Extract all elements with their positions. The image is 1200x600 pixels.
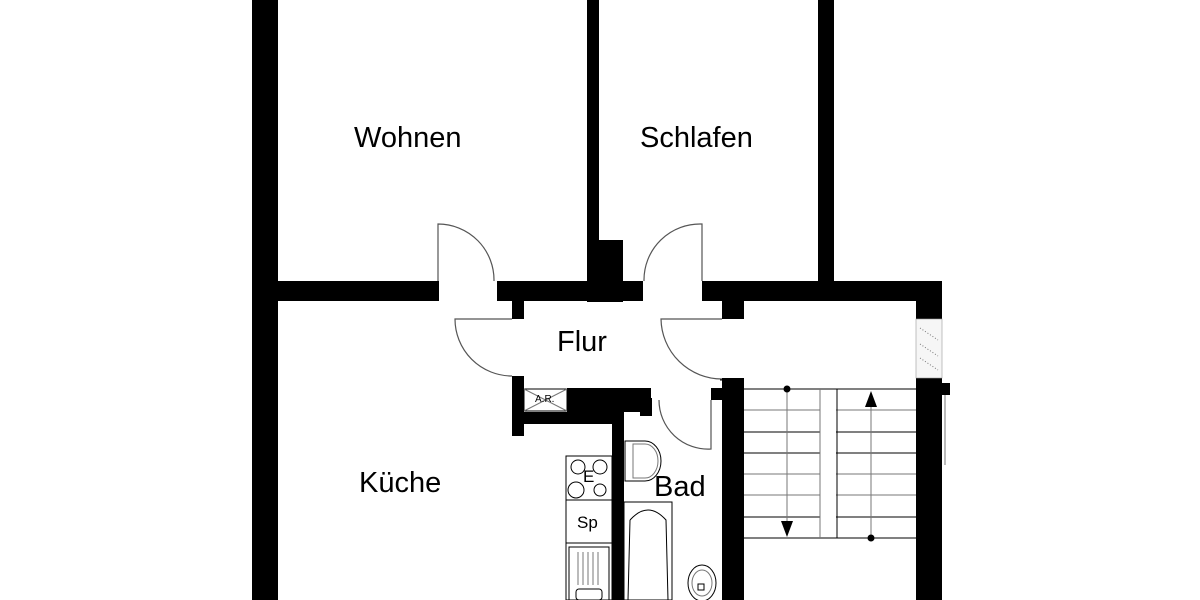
- window-hatch: [915, 318, 943, 379]
- bath-fixtures: [623, 440, 717, 600]
- staircase: [744, 385, 916, 542]
- kitchen-counter: [565, 455, 613, 600]
- walls: [252, 0, 950, 600]
- stove-label: E: [583, 467, 595, 486]
- dishwasher-label: Sp: [577, 513, 598, 532]
- stove-burners: [567, 459, 608, 499]
- room-label-kueche: Küche: [359, 467, 442, 499]
- room-label-flur: Flur: [557, 326, 607, 358]
- room-label-schlafen: Schlafen: [640, 122, 753, 154]
- room-label-wohnen: Wohnen: [354, 122, 462, 154]
- utility-room-label: A.R.: [535, 394, 555, 405]
- sink: [568, 546, 610, 600]
- utility-room-box: [523, 388, 568, 412]
- doors: [437, 223, 740, 450]
- room-label-bad: Bad: [654, 471, 706, 503]
